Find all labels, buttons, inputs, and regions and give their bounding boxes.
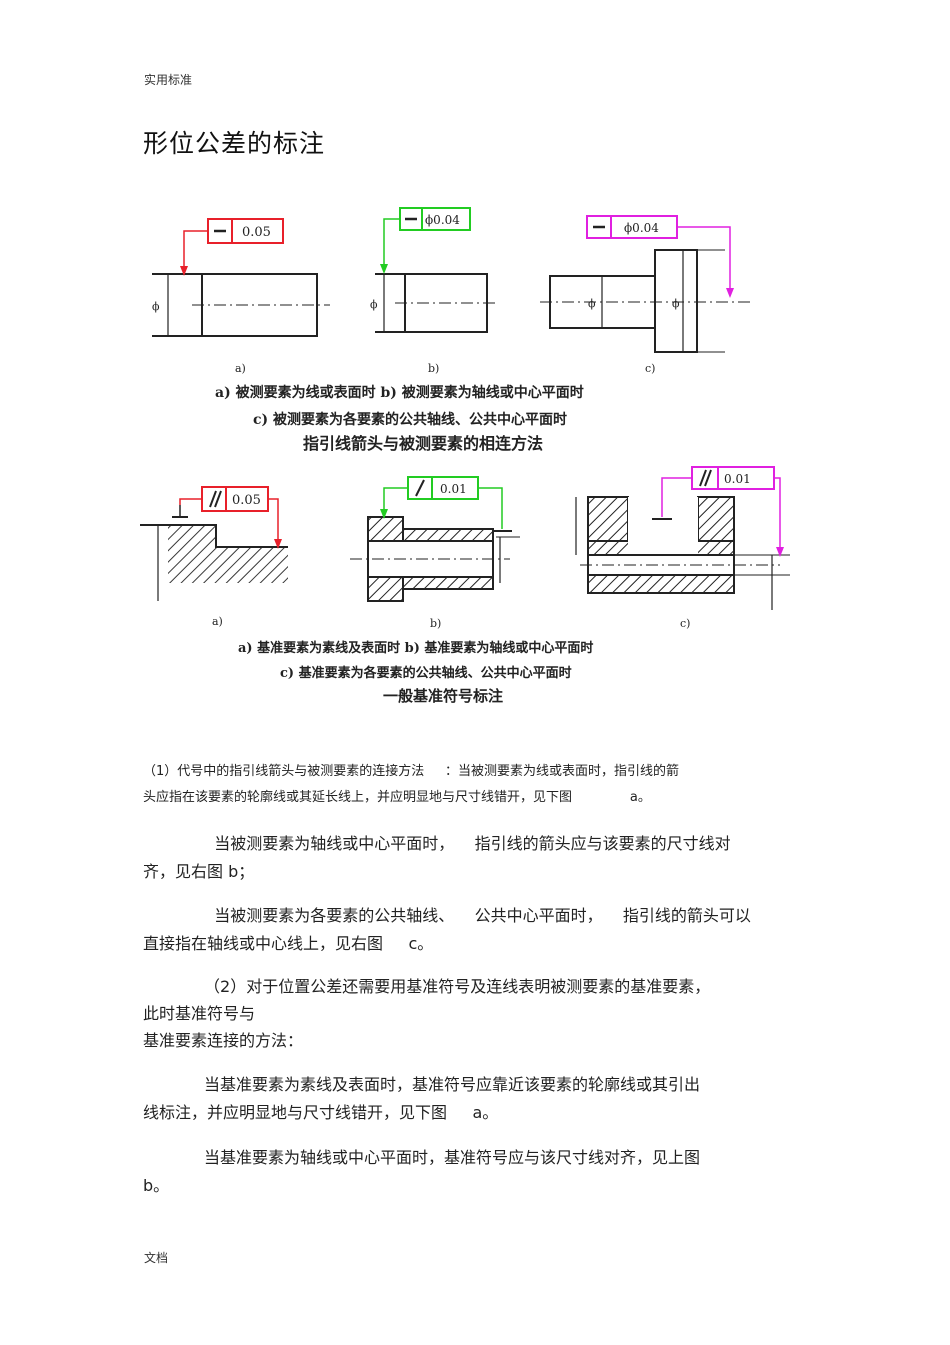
fig1-sub-a: a) [235, 362, 246, 375]
p3-part-a: 当被测要素为各要素的公共轴线、 [214, 906, 455, 925]
p2-part-b: 指引线的箭头应与该要素的尺寸线对 [474, 834, 731, 853]
page-header: 实用标准 [144, 73, 193, 87]
p1-part-a: （1）代号中的指引线箭头与被测要素的连接方法 [143, 764, 425, 779]
p5-part-a: 当基准要素为素线及表面时，基准符号应靠近该要素的轮廓线或其引出 [204, 1075, 701, 1094]
paragraph-4: （2）对于位置公差还需要用基准符号及连线表明被测要素的基准要素， 此时基准符号与… [143, 973, 803, 1054]
fig2-caption-1: a) 基准要素为素线及表面时 b) 基准要素为轴线或中心平面时 [238, 640, 593, 656]
fig1-frame-a [180, 218, 284, 276]
page-footer: 文档 [144, 1251, 169, 1265]
figure-leader-arrows: ϕ 0.05 ϕ ϕ0.04 ϕ ϕ [152, 207, 752, 453]
p1-part-c: 头应指在该要素的轮廓线或其延长线上，并应明显地与尺寸线错开，见下图 [143, 790, 573, 805]
fig1-tol-b: ϕ0.04 [425, 213, 460, 227]
fig1-sub-b: b) [428, 362, 439, 375]
fig1-diam-a: ϕ [152, 300, 160, 313]
fig1-frame-b [380, 207, 471, 274]
p5-part-b: 线标注，并应明显地与尺寸线错开，见下图 [143, 1103, 448, 1122]
p6-part-b: b。 [143, 1176, 170, 1195]
fig2-tol-c: 0.01 [724, 472, 751, 486]
fig1-diam-c2: ϕ [672, 297, 680, 310]
fig2-frame-b [380, 476, 512, 532]
fig1-caption-title: 指引线箭头与被测要素的相连方法 [303, 434, 543, 453]
p2-part-c: 齐，见右图 b； [143, 862, 255, 881]
fig2-caption-2: c) 基准要素为各要素的公共轴线、公共中心平面时 [280, 665, 572, 681]
fig1-caption-2: c) 被测要素为各要素的公共轴线、公共中心平面时 [253, 411, 567, 428]
fig2-part-a [140, 505, 288, 601]
fig1-tol-a: 0.05 [242, 225, 271, 240]
p3-part-d: 直接指在轴线或中心线上，见右图 [143, 934, 384, 953]
paragraph-1: （1）代号中的指引线箭头与被测要素的连接方法 ：当被测要素为线或表面时，指引线的… [143, 759, 803, 811]
fig1-part-b [375, 273, 496, 333]
p4-part-a: （2）对于位置公差还需要用基准符号及连线表明被测要素的基准要素， [204, 977, 711, 996]
p3-part-c: 指引线的箭头可以 [622, 906, 751, 925]
fig1-part-c [540, 249, 752, 353]
fig2-sub-a: a) [212, 615, 223, 628]
p3-part-b: 公共中心平面时， [474, 906, 603, 925]
fig2-frame-c [652, 466, 784, 557]
p2-part-a: 当被测要素为轴线或中心平面时， [214, 834, 455, 853]
p3-part-e: c。 [408, 934, 434, 953]
fig1-tol-c: ϕ0.04 [624, 221, 659, 235]
fig2-sub-b: b) [430, 617, 441, 630]
fig1-diam-c1: ϕ [588, 297, 596, 310]
fig1-frame-c [586, 215, 734, 298]
p6-part-a: 当基准要素为轴线或中心平面时，基准符号应与该尺寸线对齐，见上图 [204, 1148, 701, 1167]
figure-datum-symbols: 0.05 0.01 [140, 466, 790, 705]
paragraph-2: 当被测要素为轴线或中心平面时， 指引线的箭头应与该要素的尺寸线对 齐，见右图 b… [143, 830, 803, 886]
paragraph-3: 当被测要素为各要素的公共轴线、 公共中心平面时， 指引线的箭头可以 直接指在轴线… [143, 902, 803, 958]
fig2-part-b [350, 516, 520, 602]
fig2-part-c [575, 496, 790, 610]
paragraph-6: 当基准要素为轴线或中心平面时，基准符号应与该尺寸线对齐，见上图 b。 [143, 1144, 803, 1200]
p5-part-c: a。 [472, 1103, 499, 1122]
fig2-tol-a: 0.05 [232, 493, 261, 508]
p1-part-b: ：当被测要素为线或表面时，指引线的箭 [444, 764, 679, 779]
fig2-frame-a [179, 486, 282, 549]
p1-part-d: a。 [629, 790, 651, 805]
fig2-caption-title: 一般基准符号标注 [383, 687, 503, 705]
fig1-sub-c: c) [645, 362, 655, 375]
fig1-caption-1: a) 被测要素为线或表面时 b) 被测要素为轴线或中心平面时 [215, 384, 584, 401]
p4-part-b: 此时基准符号与 [143, 1004, 256, 1023]
fig2-tol-b: 0.01 [440, 482, 467, 496]
fig2-sub-c: c) [680, 617, 690, 630]
fig1-part-a [152, 273, 330, 337]
p4-part-c: 基准要素连接的方法： [143, 1031, 304, 1050]
paragraph-5: 当基准要素为素线及表面时，基准符号应靠近该要素的轮廓线或其引出 线标注，并应明显… [143, 1071, 803, 1127]
fig1-diam-b: ϕ [370, 298, 378, 311]
page-title: 形位公差的标注 [143, 129, 326, 158]
